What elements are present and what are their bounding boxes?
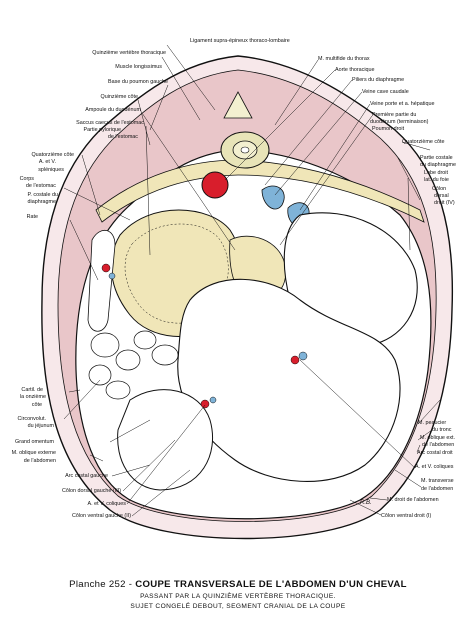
label-aorte-thoracique: Aorte thoracique <box>335 67 375 73</box>
label-m-oblique-externe: M. oblique externe <box>11 450 56 456</box>
label-p-costale: P. costale du <box>27 192 58 198</box>
label-saccus-caecus: Saccus caecus de l'estomac <box>76 120 144 126</box>
label-colon: Côlon <box>432 186 447 192</box>
vessels <box>101 263 308 409</box>
label-arc-costal-droit: Arc costal droit <box>417 450 453 456</box>
label-m-transverse: M. transverse <box>421 478 454 484</box>
caption-main: COUPE TRANSVERSALE DE L'ABDOMEN D'UN CHE… <box>135 579 407 590</box>
label-ampoule-duodenum: Ampoule du duodénum <box>85 107 141 113</box>
label-top: Ligament supra-épineux thoraco-lombaire <box>190 38 290 44</box>
label-a-et-v-l: A. et V. <box>38 159 56 165</box>
label-cartil: Cartil. de <box>21 387 43 393</box>
caption-title: Planche 252 - COUPE TRANSVERSALE DE L'AB… <box>0 579 476 590</box>
label-spleniques: spléniques <box>38 167 64 173</box>
label-du-jejunum: du jéjunum <box>27 423 54 429</box>
label-rate: Rate <box>26 214 38 220</box>
label-base-poumon-gauche: Base du poumon gauche <box>108 79 168 85</box>
label-quinzieme-vertebre-thoracique: Quinzième vertèbre thoracique <box>92 50 166 56</box>
label-m-peaucier: M. peaucier <box>418 420 447 426</box>
caption-line3: SUJET CONGELÉ DEBOUT, SEGMENT CRANIAL DE… <box>130 603 346 610</box>
label-lat-du-foie: lat. du foie <box>424 177 449 183</box>
colon-left <box>117 389 214 491</box>
label-grand-omentum: Grand omentum <box>15 439 54 445</box>
label-la-onzieme: la onzième <box>19 394 46 400</box>
label-premiere-partie: Première partie du <box>372 112 417 118</box>
label-de-l-abdomen-l: de l'abdomen <box>23 458 56 464</box>
label-veine-cave-caudale: Veine cave caudale <box>362 89 409 95</box>
label-de-l-abdomen-r2: de l'abdomen <box>421 486 454 492</box>
label-de-l-abdomen-r: de l'abdomen <box>422 442 455 448</box>
label-poumon-droit: Poumon droit <box>372 126 405 132</box>
caption-line2: PASSANT PAR LA QUINZIÈME VERTÈBRE THORAC… <box>140 593 336 600</box>
label-quatorzieme-cote-l: Quatorzième côte <box>31 152 74 158</box>
colon-mass <box>177 278 401 482</box>
label-corps: Corps <box>19 176 34 182</box>
vertebra <box>220 91 270 169</box>
aorta <box>201 171 229 199</box>
vena-cava <box>261 185 285 210</box>
label-arc-costal-gauche: Arc costal gauche <box>65 473 108 479</box>
label-droit-iv: droit (IV) <box>434 200 455 206</box>
label-m-multifide: M. multifide du thorax <box>318 56 370 62</box>
label-de-l-estomac-2: de l'estomac <box>25 183 56 189</box>
signature: R.B. <box>360 500 372 506</box>
jejunum <box>88 330 179 400</box>
label-dorsal: dorsal <box>434 193 449 199</box>
label-quatorzieme-cote-r: Quatorzième côte <box>402 139 445 145</box>
label-cote: côte <box>31 402 42 408</box>
label-du-diaphragme: du diaphragme <box>420 162 456 168</box>
label-diaphragme-l: diaphragme <box>27 199 56 205</box>
label-circonvolut: Circonvolut. <box>17 416 46 422</box>
label-partie-costale: Partie costale <box>420 155 453 161</box>
label-colon-ventral-gauche: Côlon ventral gauche (II) <box>71 513 131 519</box>
label-quinzieme-cote: Quinzième côte <box>100 94 138 100</box>
label-lobe-droit: Lobe droit <box>424 170 448 176</box>
caption-plate: Planche 252 <box>69 579 126 590</box>
label-piliers-diaphragme: Piliers du diaphragme <box>352 77 405 83</box>
caption-dash: - <box>128 579 133 590</box>
leader-lines <box>63 44 441 517</box>
label-colon-dorsal-gauche: Côlon dorsal gauche (III) <box>61 488 121 494</box>
label-du-tronc: du tronc <box>432 427 452 433</box>
label-de-l-estomac: de l'estomac <box>107 134 138 140</box>
spleen <box>87 230 116 332</box>
diaphragm <box>95 159 425 223</box>
label-partie-pylorique: Partie pylorique <box>83 127 121 133</box>
label-a-v-coliques-r: A. et V. coliques <box>415 464 454 470</box>
label-m-oblique-ext: M. oblique ext. <box>420 435 456 441</box>
label-a-v-coliques-l: A. et V. coliques <box>87 501 126 507</box>
label-colon-ventral-droit: Côlon ventral droit (I) <box>381 513 432 519</box>
label-muscle-longissimus: Muscle longissimus <box>115 64 162 70</box>
label-veine-porte: Veine porte et a. hépatique <box>370 101 435 107</box>
label-m-droit: M. droit de l'abdomen <box>387 497 439 503</box>
label-duodenum-terminaison: duodénum (terminaison) <box>370 119 429 125</box>
